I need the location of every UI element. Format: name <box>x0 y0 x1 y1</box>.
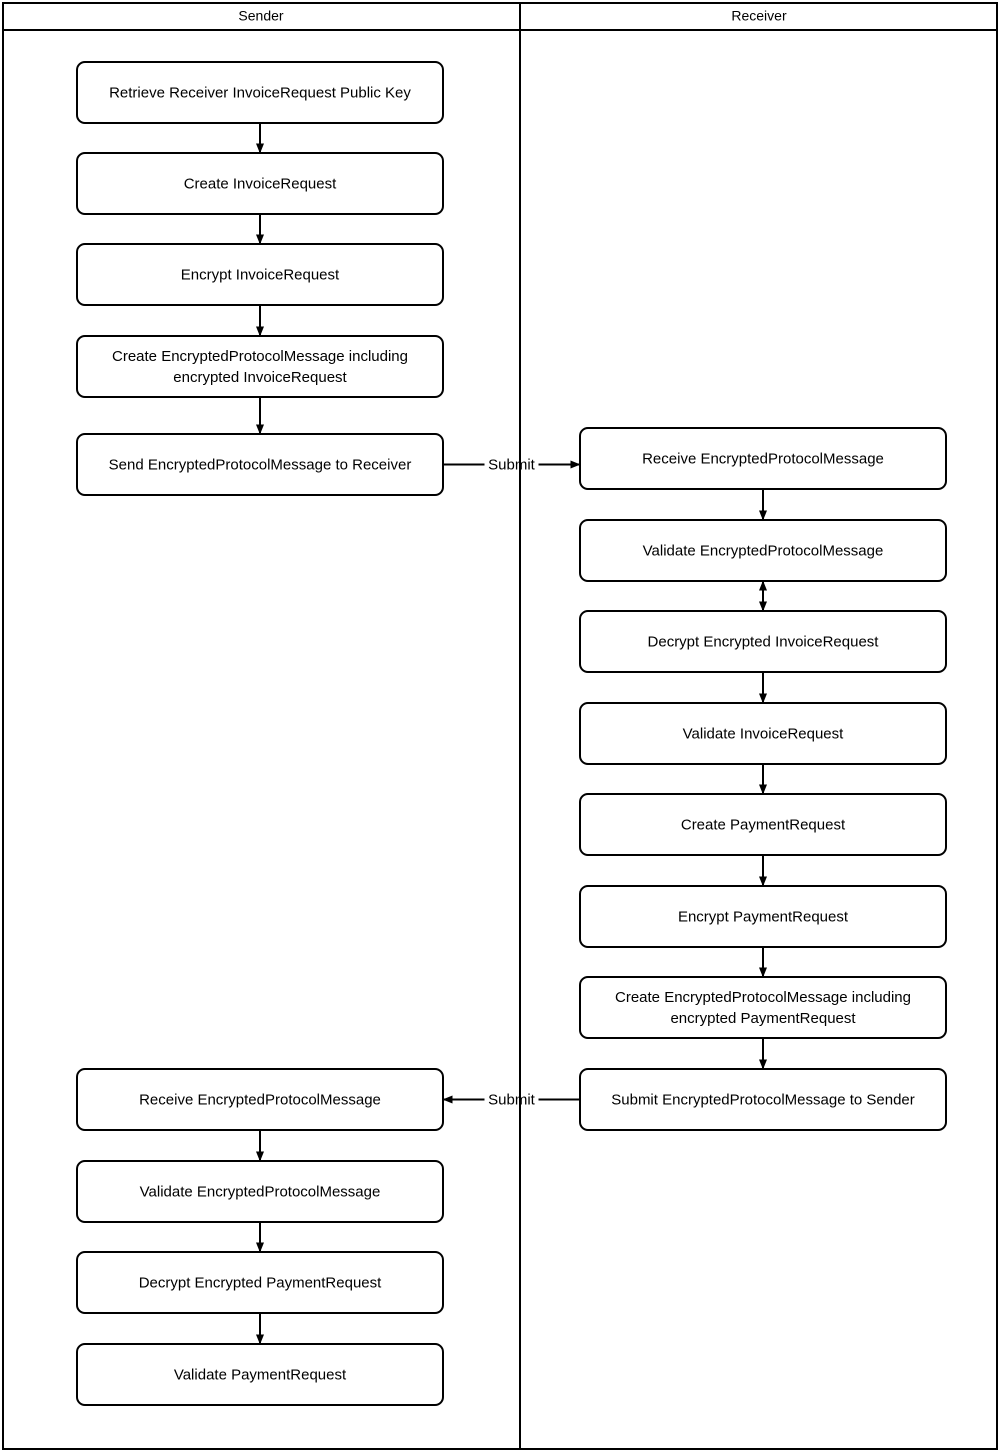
process-node-box[interactable] <box>76 433 444 496</box>
process-node-label: encrypted PaymentRequest <box>670 1010 856 1027</box>
process-node[interactable]: Create PaymentRequest <box>579 793 947 856</box>
process-node[interactable]: Decrypt Encrypted PaymentRequest <box>76 1251 444 1314</box>
process-node-label: Submit EncryptedProtocolMessage to Sende… <box>611 1092 915 1109</box>
process-node-box[interactable] <box>76 152 444 215</box>
process-node-box[interactable] <box>76 1251 444 1314</box>
process-node-label: Send EncryptedProtocolMessage to Receive… <box>109 457 412 474</box>
process-node-box[interactable] <box>579 610 947 673</box>
lane-title-receiver: Receiver <box>731 8 787 24</box>
nodes-layer: Retrieve Receiver InvoiceRequest Public … <box>76 61 947 1406</box>
process-node-box[interactable] <box>579 1068 947 1131</box>
process-node-label: Retrieve Receiver InvoiceRequest Public … <box>109 85 411 102</box>
process-node[interactable]: Encrypt InvoiceRequest <box>76 243 444 306</box>
process-node-box[interactable] <box>579 519 947 582</box>
process-node[interactable]: Validate EncryptedProtocolMessage <box>76 1160 444 1223</box>
process-node-box[interactable] <box>579 793 947 856</box>
process-node-label: Receive EncryptedProtocolMessage <box>139 1092 381 1109</box>
process-node-label: Create EncryptedProtocolMessage includin… <box>615 989 911 1006</box>
process-node-box[interactable] <box>76 61 444 124</box>
lane-title-sender: Sender <box>238 8 283 24</box>
process-node[interactable]: Create EncryptedProtocolMessage includin… <box>579 976 947 1039</box>
process-node-label: Encrypt PaymentRequest <box>678 909 849 926</box>
flow-edge: Submit <box>443 456 581 473</box>
process-node-label: Validate EncryptedProtocolMessage <box>643 543 884 560</box>
process-node-box[interactable] <box>76 1343 444 1406</box>
lane-headers: Sender Receiver <box>238 8 787 24</box>
edge-label-submit: Submit <box>488 456 536 473</box>
process-node-label: Decrypt Encrypted InvoiceRequest <box>648 634 880 651</box>
process-node[interactable]: Encrypt PaymentRequest <box>579 885 947 948</box>
process-node-box[interactable] <box>76 1160 444 1223</box>
process-node[interactable]: Create InvoiceRequest <box>76 152 444 215</box>
process-node[interactable]: Validate PaymentRequest <box>76 1343 444 1406</box>
process-node[interactable]: Receive EncryptedProtocolMessage <box>579 427 947 490</box>
process-node[interactable]: Send EncryptedProtocolMessage to Receive… <box>76 433 444 496</box>
process-node[interactable]: Receive EncryptedProtocolMessage <box>76 1068 444 1131</box>
process-node-box[interactable] <box>76 243 444 306</box>
process-node-box[interactable] <box>579 885 947 948</box>
process-node-label: Encrypt InvoiceRequest <box>181 267 340 284</box>
process-node-label: Validate PaymentRequest <box>174 1367 347 1384</box>
process-node-label: encrypted InvoiceRequest <box>173 369 347 386</box>
process-node-box[interactable] <box>579 427 947 490</box>
process-node[interactable]: Retrieve Receiver InvoiceRequest Public … <box>76 61 444 124</box>
process-node[interactable]: Decrypt Encrypted InvoiceRequest <box>579 610 947 673</box>
process-node-label: Validate EncryptedProtocolMessage <box>140 1184 381 1201</box>
process-node[interactable]: Validate InvoiceRequest <box>579 702 947 765</box>
process-node-label: Create InvoiceRequest <box>184 176 337 193</box>
process-node-box[interactable] <box>579 976 947 1039</box>
process-node-label: Receive EncryptedProtocolMessage <box>642 451 884 468</box>
process-node-label: Decrypt Encrypted PaymentRequest <box>139 1275 382 1292</box>
edge-label-submit: Submit <box>488 1091 536 1108</box>
process-node-label: Create EncryptedProtocolMessage includin… <box>112 348 408 365</box>
flow-edge: Submit <box>442 1091 580 1108</box>
process-node-label: Validate InvoiceRequest <box>683 726 844 743</box>
process-node-box[interactable] <box>76 1068 444 1131</box>
process-node-box[interactable] <box>579 702 947 765</box>
process-node[interactable]: Create EncryptedProtocolMessage includin… <box>76 335 444 398</box>
process-node[interactable]: Validate EncryptedProtocolMessage <box>579 519 947 582</box>
process-node-box[interactable] <box>76 335 444 398</box>
process-node[interactable]: Submit EncryptedProtocolMessage to Sende… <box>579 1068 947 1131</box>
process-node-label: Create PaymentRequest <box>681 817 846 834</box>
